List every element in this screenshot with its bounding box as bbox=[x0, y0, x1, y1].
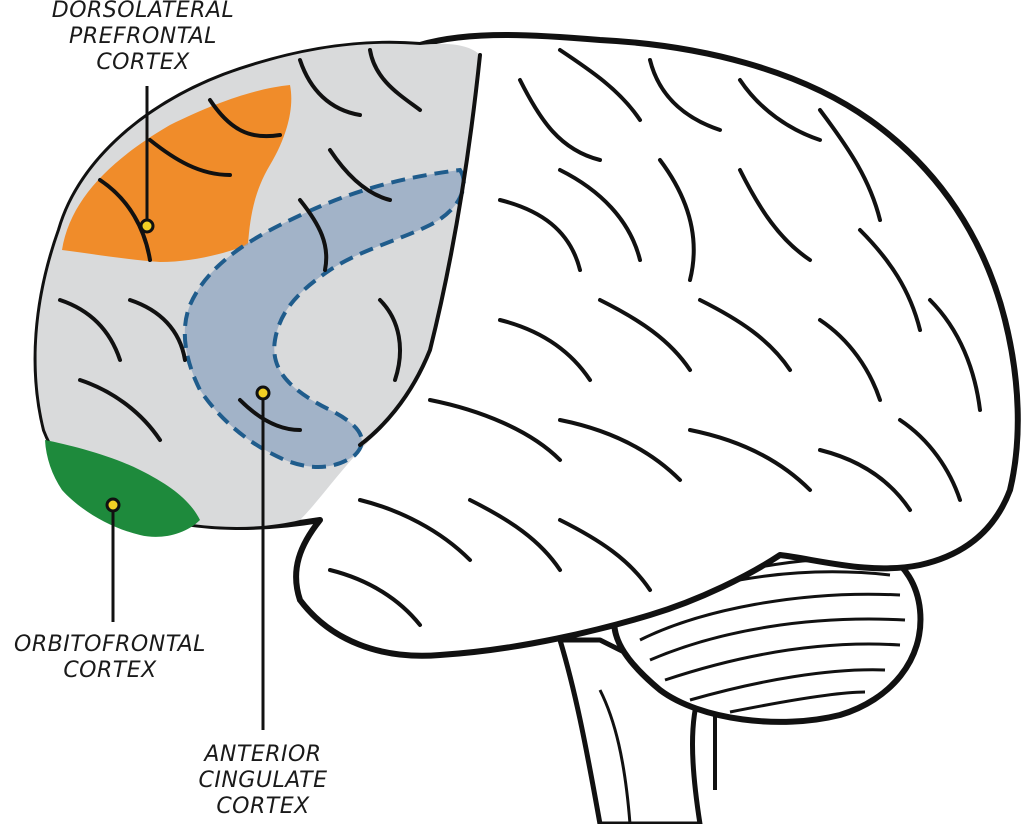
brain-stem-groove bbox=[598, 689, 632, 824]
dlpfc-label-line-1: DORSOLATERAL bbox=[51, 0, 235, 23]
gyri bbox=[58, 48, 982, 627]
ofc-label: ORBITOFRONTAL CORTEX bbox=[0, 632, 220, 684]
acc-label-line-1: ANTERIOR bbox=[204, 742, 322, 767]
acc-region bbox=[182, 167, 466, 469]
ofc-label-line-1: ORBITOFRONTAL bbox=[14, 632, 206, 657]
acc-label-line-3: CORTEX bbox=[216, 794, 310, 819]
dlpfc-region bbox=[62, 85, 292, 262]
acc-label: ANTERIOR CINGULATE CORTEX bbox=[178, 742, 348, 820]
ofc-marker bbox=[105, 497, 121, 513]
dlpfc-label: DORSOLATERAL PREFRONTAL CORTEX bbox=[28, 0, 258, 76]
dlpfc-label-line-3: CORTEX bbox=[96, 50, 190, 75]
ofc-region bbox=[45, 440, 200, 537]
ofc-label-line-2: CORTEX bbox=[63, 658, 157, 683]
dlpfc-marker bbox=[139, 218, 155, 234]
acc-label-line-2: CINGULATE bbox=[198, 768, 328, 793]
acc-marker bbox=[255, 385, 271, 401]
dlpfc-label-line-2: PREFRONTAL bbox=[69, 24, 217, 49]
